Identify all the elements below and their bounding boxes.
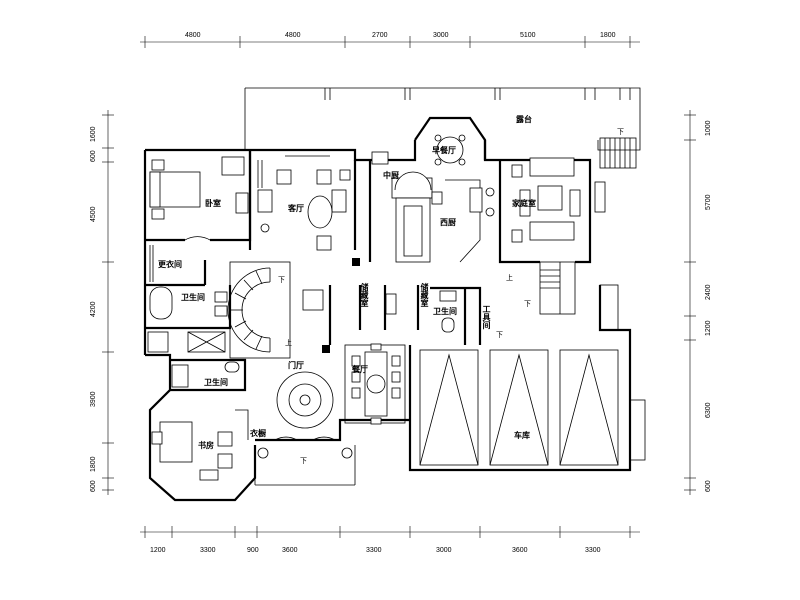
garage-label: 车库 — [514, 430, 530, 440]
western-kitchen — [431, 179, 495, 263]
dim-top-1: 4800 — [185, 32, 201, 39]
breakfast-room — [414, 116, 487, 166]
dim-left-3: 4500 — [90, 206, 97, 222]
dim-bottom-8: 3300 — [585, 547, 601, 554]
terrace-down-note: 下 — [617, 128, 624, 136]
terrace-label: 露台 — [516, 114, 532, 124]
dim-bottom-3: 900 — [247, 547, 259, 554]
garage-down-note: 下 — [496, 331, 503, 339]
dim-top-6: 1800 — [600, 32, 616, 39]
dim-bottom-1: 1200 — [150, 547, 166, 554]
dim-left-6: 1800 — [90, 456, 97, 472]
dim-bottom-4: 3600 — [282, 547, 298, 554]
study — [151, 409, 249, 481]
dim-right-1: 1000 — [705, 120, 712, 136]
dim-right-3: 2400 — [705, 284, 712, 300]
bedroom — [145, 150, 252, 242]
right-dimension-line: 1000 5700 2400 1200 6300 600 — [684, 110, 712, 495]
dim-right-5: 6300 — [705, 402, 712, 418]
bath-2-label: 卫生间 — [433, 306, 457, 316]
dim-bottom-7: 3600 — [512, 547, 528, 554]
bathroom-3 — [170, 358, 247, 392]
dim-right-4: 1200 — [705, 320, 712, 336]
storage-1-label: 储藏室 — [345, 282, 369, 308]
chinese-kitchen-label: 中厨 — [383, 170, 399, 180]
dim-bottom-5: 3300 — [366, 547, 382, 554]
stair-down-note: 下 — [278, 276, 285, 284]
walk-in-closet — [145, 245, 207, 287]
storage-rooms — [302, 285, 420, 353]
left-dimension-line: 1600 600 4500 4200 3900 1800 600 — [90, 110, 114, 495]
bottom-dimension-line: 1200 3300 900 3600 3300 3000 3600 3300 — [140, 526, 640, 554]
dim-top-3: 2700 — [372, 32, 388, 39]
top-dimension-line: 4800 4800 2700 3000 5100 1800 — [140, 32, 640, 48]
family-room-label: 家庭室 — [512, 198, 536, 208]
bath-1-label: 卫生间 — [181, 292, 205, 302]
family-room — [498, 157, 606, 264]
dining-label: 餐厅 — [351, 364, 368, 374]
family-stair — [539, 261, 619, 331]
foyer — [254, 371, 356, 486]
living-room — [248, 150, 357, 251]
dim-left-5: 3900 — [90, 391, 97, 407]
family-down-note: 下 — [524, 300, 531, 308]
stair-up-note: 上 — [285, 338, 292, 347]
breakfast-label: 早餐厅 — [432, 145, 456, 155]
dim-bottom-6: 3000 — [436, 547, 452, 554]
dim-left-7: 600 — [90, 480, 97, 492]
family-up-note: 上 — [506, 273, 513, 282]
coat-closet-label: 衣橱 — [250, 428, 266, 438]
dim-right-2: 5700 — [705, 194, 712, 210]
terrace — [244, 87, 641, 169]
dim-left-2: 600 — [90, 150, 97, 162]
dining-room — [344, 343, 406, 425]
dim-left-1: 1600 — [90, 126, 97, 142]
bedroom-label: 卧室 — [205, 198, 221, 208]
western-kitchen-label: 西厨 — [440, 217, 456, 227]
dim-left-4: 4200 — [90, 301, 97, 317]
bath-3-label: 卫生间 — [204, 377, 228, 387]
chinese-kitchen — [352, 151, 433, 266]
dim-bottom-2: 3300 — [200, 547, 216, 554]
dim-right-6: 600 — [705, 480, 712, 492]
living-label: 客厅 — [287, 203, 304, 213]
storage-1-text: 储藏室 — [345, 282, 369, 308]
entry-down-note: 下 — [300, 457, 307, 465]
dim-top-4: 3000 — [433, 32, 449, 39]
study-label: 书房 — [198, 440, 214, 450]
spiral-stair — [227, 261, 291, 359]
garage — [419, 349, 646, 466]
foyer-label: 门厅 — [288, 360, 304, 370]
dim-top-5: 5100 — [520, 32, 536, 39]
dim-top-2: 4800 — [285, 32, 301, 39]
bathroom-2 — [430, 286, 482, 345]
closet-label: 更衣间 — [158, 259, 182, 269]
